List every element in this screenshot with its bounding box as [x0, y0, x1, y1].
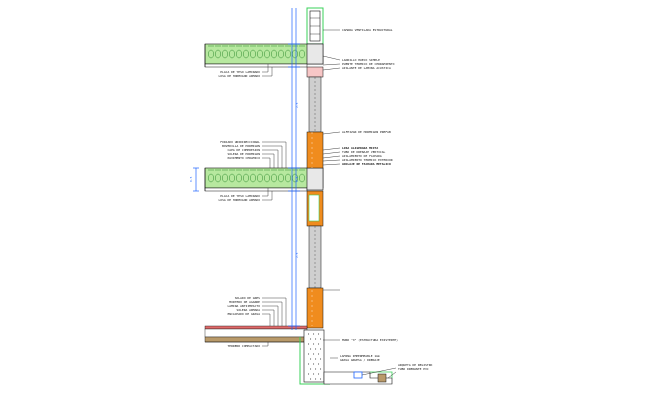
- label-b1: LAMINA IMPERMEABLE 1mm: [340, 354, 380, 358]
- mid-slab: [204, 167, 324, 192]
- label-lm5: PAVIMENTO CERAMICO: [227, 156, 260, 160]
- label-lm1: FORJADO UNIDIRECCIONAL: [220, 140, 260, 144]
- label-b4: TUBO DRENANTE PVC: [398, 367, 429, 371]
- label-lb1: SOLADO DE GRES: [235, 296, 260, 300]
- label-r11: MURO "X" (ESTRUCTURA EXISTENTE): [342, 338, 398, 342]
- label-r5: ALFEIZAR DE HORMIGON PREFAB: [342, 130, 391, 134]
- label-lb2: MORTERO DE AGARRE: [229, 300, 260, 304]
- label-lb3: LAMINA ANTIIMPACTO: [227, 304, 260, 308]
- parapet: [306, 7, 324, 45]
- label-r2: LADRILLO HUECO SIMPLE: [342, 58, 380, 62]
- ground-floor: [204, 325, 393, 385]
- label-lm4: SOLERA DE HORMIGON: [227, 152, 260, 156]
- label-slab-mid-1: PLACA DE YESO LAMINADO: [220, 194, 260, 198]
- label-r6: LOSA ALIGERADA MIXTA: [342, 146, 378, 150]
- label-r4: AISLANTE DE LAMINA ACUSTICA: [342, 66, 391, 70]
- wall-lower: [306, 190, 324, 329]
- label-r1: CAMARA VENTILADA ESTRUCTURAL: [342, 28, 393, 32]
- top-slab: [204, 43, 324, 68]
- dim-label-slab: 0.5: [295, 176, 299, 182]
- dim-label-upper: 2.5: [295, 102, 299, 108]
- dim-label-left: 0.5: [189, 176, 193, 182]
- label-ground: TERRENO COMPACTADO: [227, 344, 260, 348]
- label-lb4: SOLERA ARMADA: [237, 308, 261, 312]
- left-annotations: FORJADO UNIDIRECCIONAL BOVEDILLA DE HORM…: [218, 70, 260, 348]
- wall-upper: [306, 66, 324, 169]
- label-lb5: ENCACHADO DE GRAVA: [227, 312, 260, 316]
- dim-label-lower: 2.5: [295, 252, 299, 258]
- label-b2: GRAVA GRUESA / DRENAJE: [340, 358, 380, 362]
- label-b3: ARQUETA DE REGISTRO: [398, 363, 433, 367]
- label-r9: AISLAMIENTO TERMICO EXTERIOR: [342, 158, 393, 162]
- label-lm3: CAPA DE COMPRESION: [227, 148, 260, 152]
- left-annotation-leaders: [262, 64, 287, 347]
- label-r10: ANCLAJE DE FACHADA METALICO: [342, 162, 391, 166]
- label-r3: PUENTE TERMICO DE CERRAMIENTO: [342, 62, 395, 66]
- right-annotations: CAMARA VENTILADA ESTRUCTURAL LADRILLO HU…: [340, 28, 433, 371]
- dimension-lines: [193, 8, 300, 330]
- label-lm2: BOVEDILLA DE HORMIGON: [222, 144, 260, 148]
- right-annotation-leaders: [322, 29, 397, 379]
- label-slab-top-2: LOSA DE HORMIGON ARMADO: [218, 74, 260, 78]
- label-r8: AISLAMIENTO DE FACHADA: [342, 154, 382, 158]
- label-slab-top-1: PLACA DE YESO LAMINADO: [220, 70, 260, 74]
- label-slab-mid-2: LOSA DE HORMIGON ARMADO: [218, 198, 260, 202]
- label-r7: TUBO DE DRENAJE VERTICAL: [342, 150, 386, 154]
